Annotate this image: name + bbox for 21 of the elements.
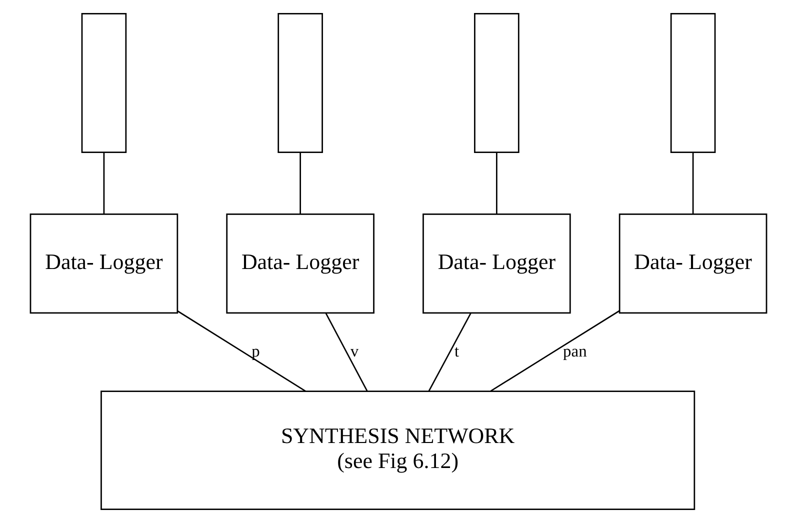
node-box [474,12,519,154]
connector [324,312,368,392]
node-box [80,12,126,154]
edge-label: t [454,341,459,360]
node-box: Data- Logger [29,213,178,314]
node-box: Data- Logger [618,213,767,314]
connector [102,152,104,214]
edge-label: p [251,341,260,360]
connector [299,152,300,214]
connector [490,310,620,392]
edge-label: pan [562,341,586,360]
connector [692,152,694,214]
node-box [670,12,716,154]
connector [428,312,471,392]
edge-label: v [350,341,358,360]
node-box: SYNTHESIS NETWORK (see Fig 6.12) [100,390,695,510]
connector [176,310,306,392]
node-box: Data- Logger [226,213,374,314]
node-box [277,12,322,154]
connector [496,152,497,214]
node-box: Data- Logger [422,213,570,314]
